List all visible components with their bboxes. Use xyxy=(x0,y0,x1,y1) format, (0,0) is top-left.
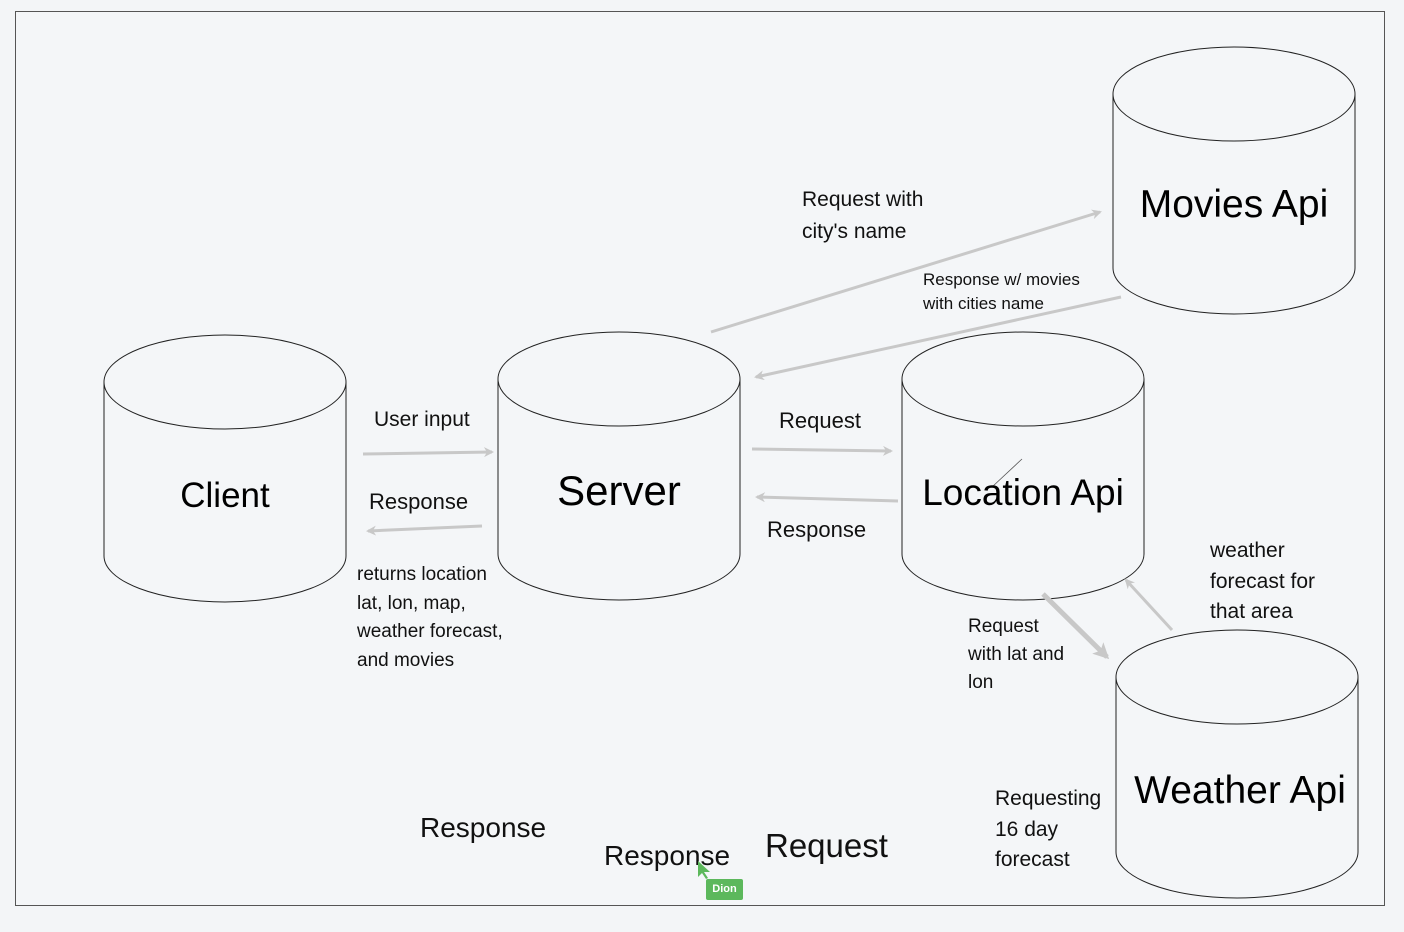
movies-api-cylinder[interactable] xyxy=(1112,46,1356,315)
stray-response-text-2[interactable]: Response xyxy=(604,840,731,871)
request-weather-label: Request with lat and lon xyxy=(968,616,1065,693)
weather-api-cylinder[interactable] xyxy=(1115,629,1359,899)
stray-response-text-1[interactable]: Response xyxy=(420,812,547,843)
arrow-server-to-location[interactable] xyxy=(751,445,893,456)
weather-forecast-label: weather forecast for that area xyxy=(1210,539,1316,623)
stray-request-text[interactable]: Request xyxy=(765,827,888,864)
arrow-server-to-movies[interactable] xyxy=(710,209,1102,334)
request-location-label: Request xyxy=(779,408,861,433)
arrow-location-to-server[interactable] xyxy=(755,492,899,503)
movies-api-label: Movies Api xyxy=(1139,183,1329,226)
arrow-location-to-weather[interactable] xyxy=(1041,592,1110,660)
client-label: Client xyxy=(180,476,270,515)
location-api-label: Location Api xyxy=(922,472,1124,513)
server-label: Server xyxy=(557,467,681,514)
location-api-cylinder[interactable] xyxy=(901,331,1145,601)
response-location-label: Response xyxy=(767,517,867,542)
user-input-label: User input xyxy=(374,408,470,431)
requesting-forecast-label: Requesting 16 day forecast xyxy=(995,787,1102,871)
arrow-server-to-client[interactable] xyxy=(366,524,483,536)
response-movies-label: Response w/ movies with cities name xyxy=(923,270,1080,313)
weather-api-label: Weather Api xyxy=(1134,769,1346,812)
response-client-label: Response xyxy=(369,489,469,514)
server-cylinder[interactable] xyxy=(497,331,741,601)
stray-line xyxy=(991,458,1023,488)
pointer-arrow-icon xyxy=(698,861,710,879)
collaborator-cursor-tag: Dion xyxy=(706,879,743,900)
arrow-weather-to-location[interactable] xyxy=(1124,578,1174,632)
arrow-movies-to-server[interactable] xyxy=(754,295,1122,381)
request-movies-label: Request with city's name xyxy=(802,188,924,243)
arrow-client-to-server[interactable] xyxy=(362,447,494,458)
returns-label: returns location lat, lon, map, weather … xyxy=(357,564,503,671)
client-cylinder[interactable] xyxy=(103,334,347,603)
